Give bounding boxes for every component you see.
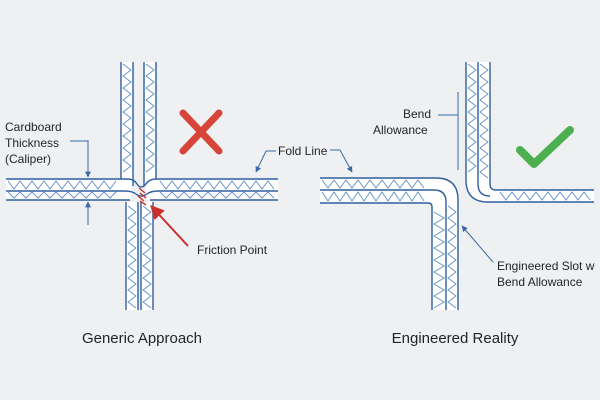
vertical-board-turning-right xyxy=(465,62,594,203)
fold-line-label: Fold Line xyxy=(278,144,328,158)
friction-point-arrow xyxy=(150,204,189,247)
friction-point-label: Friction Point xyxy=(197,243,268,257)
horizontal-board-left xyxy=(6,178,138,201)
horizontal-board-right xyxy=(145,178,278,201)
vertical-board-top-right xyxy=(143,62,157,186)
thickness-label: Cardboard Thickness (Caliper) xyxy=(5,120,65,166)
fold-line-leader-right xyxy=(330,149,353,173)
green-check-mark-icon xyxy=(516,126,574,168)
friction-zone xyxy=(135,183,148,206)
vertical-board-bottom-left xyxy=(125,202,139,310)
engineered-slot-label: Engineered Slot w Bend Allowance xyxy=(497,259,598,289)
engineered-slot-leader xyxy=(461,225,494,263)
vertical-board-top-left xyxy=(120,62,134,186)
generic-approach-caption: Generic Approach xyxy=(82,330,202,347)
vertical-board-bottom-right xyxy=(140,202,154,310)
fold-line-leader xyxy=(255,150,276,173)
bend-allowance-label: Bend Allowance xyxy=(373,107,434,137)
engineered-reality-caption: Engineered Reality xyxy=(392,330,519,347)
generic-approach-panel: Cardboard Thickness (Caliper) Fold Line … xyxy=(5,62,328,347)
red-x-mark-icon xyxy=(179,109,223,155)
horizontal-board-turning-down xyxy=(320,177,459,310)
engineered-reality-panel: Bend Allowance Engineered Slot w Bend Al… xyxy=(320,62,598,347)
thickness-dimension xyxy=(70,140,91,225)
